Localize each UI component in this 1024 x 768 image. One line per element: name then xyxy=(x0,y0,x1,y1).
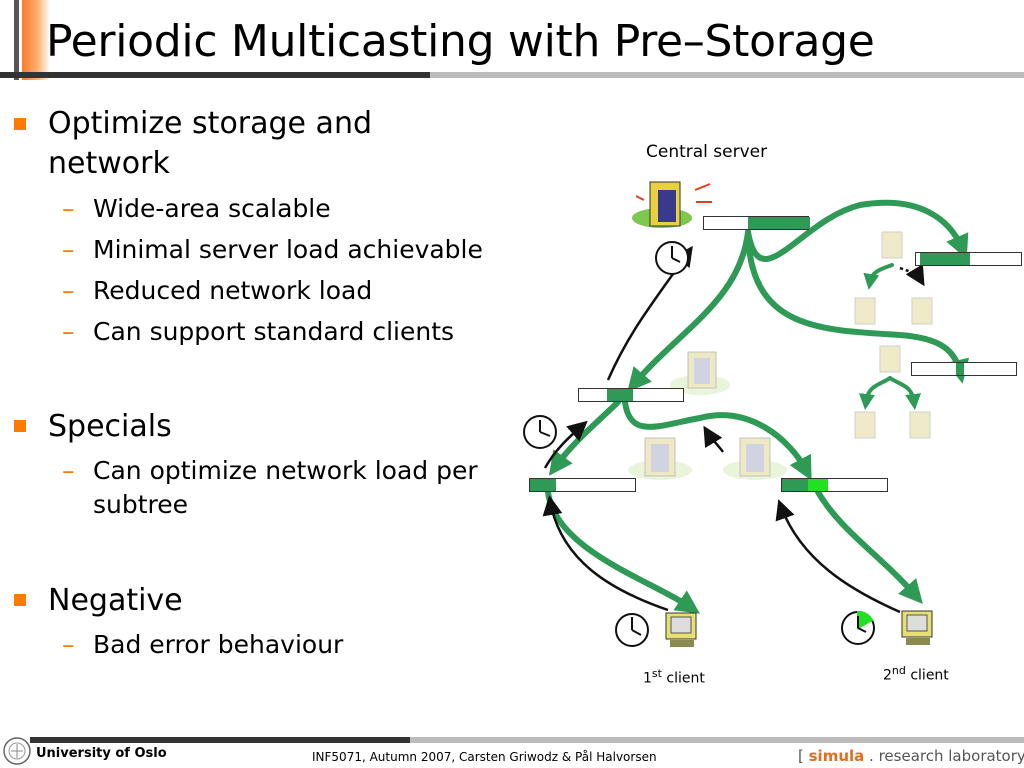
client-1-label: 1st client xyxy=(643,667,705,687)
proxy-server-icon xyxy=(854,231,933,439)
sub-bullet: Reduced network load xyxy=(93,276,373,305)
sub-bullet: Bad error behaviour xyxy=(93,630,344,659)
proxy-server-icon xyxy=(723,437,787,480)
university-name: University of Oslo xyxy=(36,746,167,761)
central-server-icon xyxy=(632,181,712,228)
bullet-square-icon xyxy=(14,420,26,432)
dash-icon: – xyxy=(62,276,75,305)
central-server-label: Central server xyxy=(646,142,768,162)
dash-icon: – xyxy=(62,456,75,485)
proxy-buffer xyxy=(781,478,888,492)
bullet-square-icon xyxy=(14,118,26,130)
clock-icon xyxy=(655,241,689,275)
server-buffer xyxy=(703,216,810,230)
lab-logo: [ simula . research laboratory ] xyxy=(798,747,1024,765)
title-rule xyxy=(0,72,430,78)
client-computer-icon xyxy=(665,612,697,647)
client-2-label: 2nd client xyxy=(883,664,949,684)
title-accent-line xyxy=(14,0,19,80)
bullet-square-icon xyxy=(14,594,26,606)
title-accent xyxy=(22,0,50,80)
dash-icon: – xyxy=(62,235,75,264)
sub-bullet: Can support standard clients xyxy=(93,317,455,346)
proxy-server-icon xyxy=(628,437,692,480)
proxy-buffer xyxy=(911,362,1017,376)
bullet-specials: Specials xyxy=(48,409,172,444)
proxy-server-icon xyxy=(670,351,730,395)
sub-bullet: Wide-area scalable xyxy=(93,194,331,223)
dash-icon: – xyxy=(62,194,75,223)
client-computer-icon xyxy=(901,610,933,645)
clock-icon xyxy=(523,415,557,449)
sub-bullet: Minimal server load achievable xyxy=(93,235,483,264)
clock-icon xyxy=(841,610,875,645)
title-rule-light xyxy=(430,72,1024,78)
page-title: Periodic Multicasting with Pre–Storage xyxy=(46,16,875,67)
proxy-buffer xyxy=(529,478,636,492)
sub-bullet: Can optimize network load per subtree xyxy=(93,456,478,519)
bullet-optimize: Optimize storage and network xyxy=(48,106,372,181)
footer-rule-light xyxy=(410,737,1024,743)
bullet-negative: Negative xyxy=(48,583,183,618)
dash-icon: – xyxy=(62,630,75,659)
proxy-buffer xyxy=(578,388,684,402)
clock-icon xyxy=(615,613,649,647)
footer-rule xyxy=(30,737,410,743)
proxy-buffer xyxy=(915,252,1022,266)
dash-icon: – xyxy=(62,317,75,346)
university-seal-icon xyxy=(3,737,31,765)
course-info: INF5071, Autumn 2007, Carsten Griwodz & … xyxy=(312,750,657,764)
